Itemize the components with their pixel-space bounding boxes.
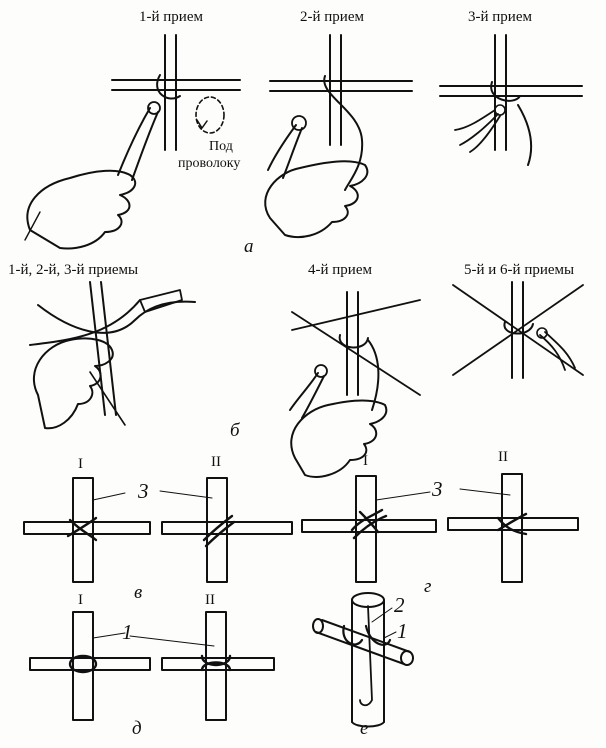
caption-step1: 1-й прием: [139, 9, 203, 25]
step2-illustration: [264, 34, 413, 239]
steps56-illustration: [452, 281, 584, 379]
number-3-v: 3: [138, 479, 149, 503]
step4-illustration: [289, 291, 421, 478]
number-1-d: 1: [122, 620, 133, 644]
note-line1: Под: [209, 139, 233, 154]
number-3-g: 3: [432, 477, 443, 501]
crossing-v2: [159, 477, 293, 583]
panel-letter-v: в: [134, 582, 143, 603]
caption-step4: 4-й прием: [308, 262, 372, 278]
crossing-d2: [129, 611, 275, 721]
caption-step3: 3-й прием: [468, 9, 532, 25]
roman-d1: I: [78, 592, 83, 608]
roman-g2: II: [498, 449, 508, 465]
crossing-g1: [301, 475, 437, 583]
panel-letter-e: е: [360, 718, 369, 739]
step3-illustration: [439, 34, 583, 166]
caption-steps123: 1-й, 2-й, 3-й приемы: [8, 262, 139, 278]
roman-g1: I: [363, 453, 368, 469]
crossing-e-3d: [312, 592, 414, 728]
panel-letter-a: а: [244, 236, 254, 257]
roman-v1: I: [78, 456, 83, 472]
panel-letter-g: г: [424, 576, 432, 597]
caption-steps56: 5-й и 6-й приемы: [464, 262, 575, 278]
steps123-illustration: [29, 281, 196, 430]
step1-illustration: [24, 34, 241, 250]
panel-letter-d: д: [132, 718, 142, 739]
note-line2: проволоку: [178, 156, 241, 171]
caption-step2: 2-й прием: [300, 9, 364, 25]
crossing-v1: [23, 477, 151, 583]
roman-v2: II: [211, 454, 221, 470]
panel-letter-b: б: [230, 420, 240, 441]
roman-d2: II: [205, 592, 215, 608]
number-1-e: 1: [397, 619, 408, 643]
number-2-e: 2: [394, 593, 405, 617]
crossing-d1: [29, 611, 151, 721]
crossing-g2: [447, 473, 579, 583]
